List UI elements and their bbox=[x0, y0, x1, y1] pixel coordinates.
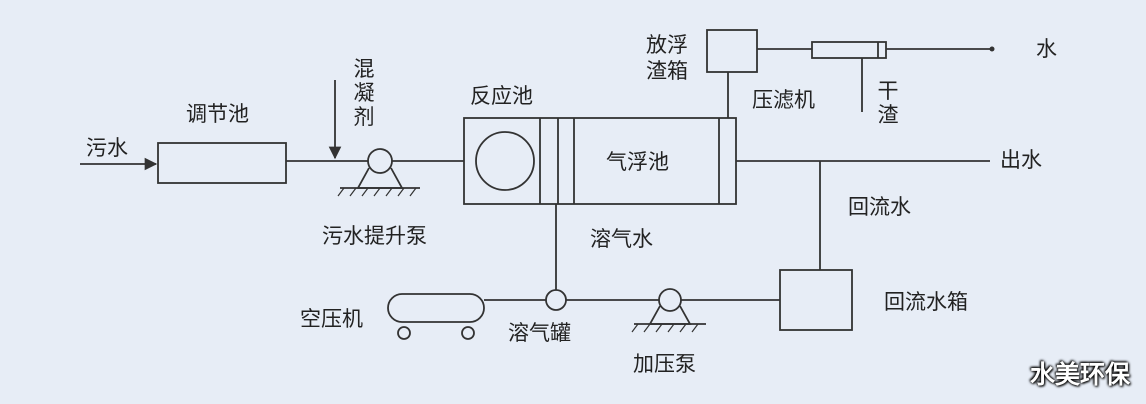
pressure-pump-symbol bbox=[631, 288, 706, 333]
air-compressor-label: 空压机 bbox=[300, 307, 363, 331]
lift-pump-symbol bbox=[337, 148, 420, 197]
filtrate-outlet-dot bbox=[989, 46, 995, 52]
effluent-label: 出水 bbox=[1000, 148, 1042, 172]
flotation-tank-label: 气浮池 bbox=[606, 150, 669, 174]
air-compressor-shape bbox=[387, 293, 485, 340]
return-water-tank-shape bbox=[779, 269, 853, 331]
reaction-tank-label: 反应池 bbox=[470, 84, 533, 108]
wastewater-label: 污水 bbox=[86, 136, 128, 160]
scum-tank-label: 放浮渣箱 bbox=[646, 33, 688, 84]
return-water-tank-label: 回流水箱 bbox=[884, 290, 968, 314]
equalization-tank-label: 调节池 bbox=[186, 102, 249, 126]
filter-press-shape bbox=[811, 41, 887, 59]
equalization-tank-shape bbox=[157, 142, 287, 184]
watermark-text: 水美环保 bbox=[1030, 360, 1131, 389]
reaction-tank-mixer bbox=[475, 131, 535, 191]
reaction-flotation-tank-body bbox=[463, 117, 737, 205]
coagulant-label: 混凝剂 bbox=[353, 57, 375, 129]
dry-residue-label: 干渣 bbox=[877, 79, 899, 127]
filter-press-label: 压滤机 bbox=[752, 88, 815, 112]
pressure-pump-label: 加压泵 bbox=[633, 352, 696, 376]
dissolved-air-water-label: 溶气水 bbox=[590, 227, 653, 251]
return-water-label: 回流水 bbox=[848, 195, 911, 219]
dissolved-air-tank-shape bbox=[545, 289, 567, 311]
dissolved-air-tank-label: 溶气罐 bbox=[508, 321, 571, 345]
lift-pump-label: 污水提升泵 bbox=[322, 224, 427, 248]
water-label: 水 bbox=[1036, 37, 1057, 61]
scum-tank-shape bbox=[706, 29, 758, 73]
